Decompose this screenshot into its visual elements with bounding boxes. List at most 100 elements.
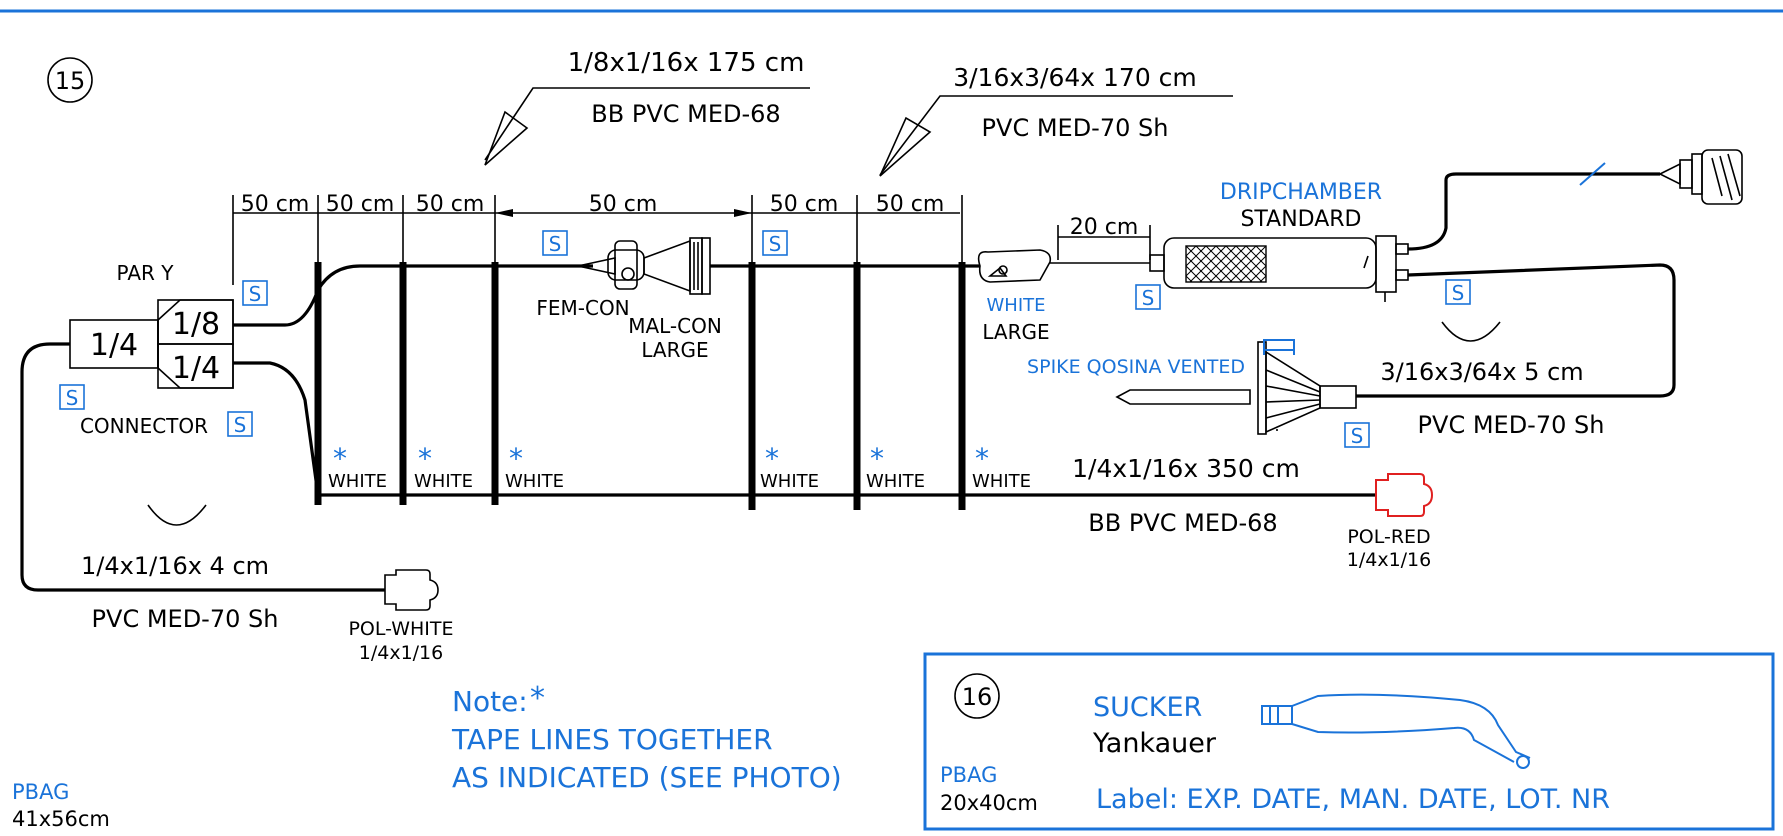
svg-text:S: S [1452,281,1465,305]
tape-label-5: WHITE [866,471,925,492]
tape-star-2: * [418,442,432,475]
dim-50-4: 50 cm [589,192,658,217]
leader-mid-arrow [879,116,932,177]
connector-label: CONNECTOR [80,414,208,438]
note-line-1: TAPE LINES TOGETHER [451,723,773,756]
tape-label-6: WHITE [972,471,1031,492]
s-marker-connector-left: S [59,384,85,410]
pol-white-label-2: 1/4x1/16 [359,642,444,664]
note-line-2: AS INDICATED (SEE PHOTO) [452,761,842,794]
tube-mid-material: PVC MED-70 Sh [982,114,1169,142]
leader-top-arrow [484,110,529,166]
s-marker-spike: S [1344,422,1370,448]
fem-con-label: FEM-CON [536,296,629,320]
connector-bottom-size: 1/4 [172,351,220,386]
mal-con-label-2: LARGE [641,338,708,362]
tube-left-size: 1/4x1/16x 4 cm [81,552,269,580]
leader-top [484,87,810,161]
tape-label-2: WHITE [414,471,473,492]
pbag-label: PBAG [12,780,69,804]
dripchamber-label-1: DRIPCHAMBER [1220,180,1382,205]
svg-text:S: S [249,282,262,306]
pbag-size: 41x56cm [12,807,110,831]
svg-text:S: S [66,386,79,410]
tube-left-loop-mark [147,504,207,526]
clamp-size-label: LARGE [982,320,1049,344]
tube-long-size: 1/4x1/16x 350 cm [1072,454,1300,483]
item-number-circle [47,57,93,103]
tube-left [20,342,385,592]
dim-50-5: 50 cm [770,192,839,217]
tube-top-material: BB PVC MED-68 [591,100,780,128]
mal-con-label-1: MAL-CON [628,314,722,338]
dim-50-6: 50 cm [876,192,945,217]
dim-50-1: 50 cm [241,192,310,217]
item-16-number: 16 [962,683,993,711]
tape-label-3: WHITE [505,471,564,492]
pbag-16-label: PBAG [940,763,997,787]
mal-con-part [643,237,752,295]
tape-star-5: * [870,442,884,475]
tape-star-6: * [975,442,989,475]
svg-text:S: S [1142,286,1155,310]
vent-cut-mark [1579,162,1606,186]
dimension-chain [232,195,963,285]
dripchamber-label-2: STANDARD [1240,207,1361,232]
tube-lower [233,361,1376,497]
tube-short-material: PVC MED-70 Sh [1418,411,1605,439]
tube-left-material: PVC MED-70 Sh [92,605,279,633]
svg-text:S: S [769,232,782,256]
s-marker-dripchamber: S [1135,284,1161,310]
tape-star-1: * [333,442,347,475]
note-title: Note: [452,685,528,718]
s-marker-connector-top: S [242,280,268,306]
pol-red-connector [1375,473,1434,517]
connector-left-size: 1/4 [90,328,138,363]
spike-label: SPIKE QOSINA VENTED [1027,356,1245,378]
dripchamber-part [1149,235,1409,302]
dim-20: 20 cm [1070,215,1139,240]
pol-red-label-2: 1/4x1/16 [1347,549,1432,571]
pol-white-label-1: POL-WHITE [348,618,453,640]
svg-text:S: S [234,413,247,437]
tape-star-3: * [509,442,523,475]
pol-white-connector [384,569,439,611]
dim-50-3: 50 cm [416,192,485,217]
tube-loop-mark [1441,321,1501,342]
tube-short-size: 3/16x3/64x 5 cm [1380,358,1583,386]
leader-mid [879,95,1233,176]
label-requirements: Label: EXP. DATE, MAN. DATE, LOT. NR [1096,784,1610,815]
tube-vent [1407,172,1660,251]
note-star: * [530,681,545,716]
tape-label-4: WHITE [760,471,819,492]
s-marker-fem-con: S [542,230,568,256]
fem-con-part [577,240,645,290]
bag-spike-connector [1658,149,1743,205]
pol-red-label-1: POL-RED [1347,526,1430,548]
spike-part [1115,339,1357,435]
item-16-number-circle [954,673,1000,719]
s-marker-drip-outlet: S [1445,279,1471,305]
tube-mid-size: 3/16x3/64x 170 cm [953,63,1197,92]
roller-clamp [977,249,1052,283]
s-marker-connector-label: S [227,411,253,437]
tube-drip-outlet [1356,263,1676,398]
sucker-type: Yankauer [1092,728,1217,759]
tube-top-size: 1/8x1/16x 175 cm [568,48,805,78]
pbag-16-size: 20x40cm [940,791,1038,815]
tape-star-4: * [765,442,779,475]
svg-text:S: S [1351,424,1364,448]
yankauer-sucker-icon [1261,693,1531,769]
svg-text:S: S [549,232,562,256]
dim-50-2: 50 cm [326,192,395,217]
item-16-box [923,652,1775,831]
s-marker-mal-con: S [762,230,788,256]
clamp-color-label: WHITE [986,295,1045,316]
sucker-name: SUCKER [1093,692,1202,723]
item-number: 15 [55,67,86,95]
par-y-label: PAR Y [117,261,175,285]
tape-label-1: WHITE [328,471,387,492]
connector-top-size: 1/8 [172,307,220,342]
tube-long-material: BB PVC MED-68 [1088,509,1277,537]
